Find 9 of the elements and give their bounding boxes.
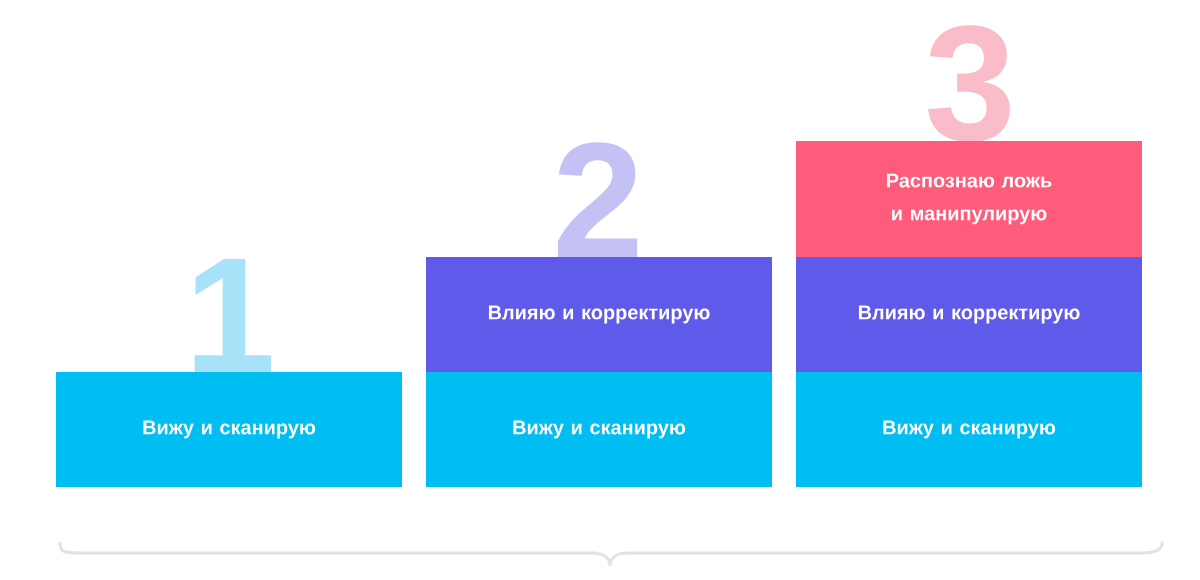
step-number: 1: [194, 258, 272, 372]
step-number: 2: [558, 142, 638, 257]
step-box: Вижу и сканирую: [426, 372, 772, 487]
step-box: Вижу и сканирую: [796, 372, 1142, 487]
step-box: Влияю и корректирую: [796, 257, 1142, 372]
step-box: Влияю и корректирую: [426, 257, 772, 372]
step-number: 3: [928, 25, 1010, 142]
step-box: Вижу и сканирую: [56, 372, 402, 487]
step-box: Распознаю ложь и манипулирую: [796, 141, 1142, 257]
